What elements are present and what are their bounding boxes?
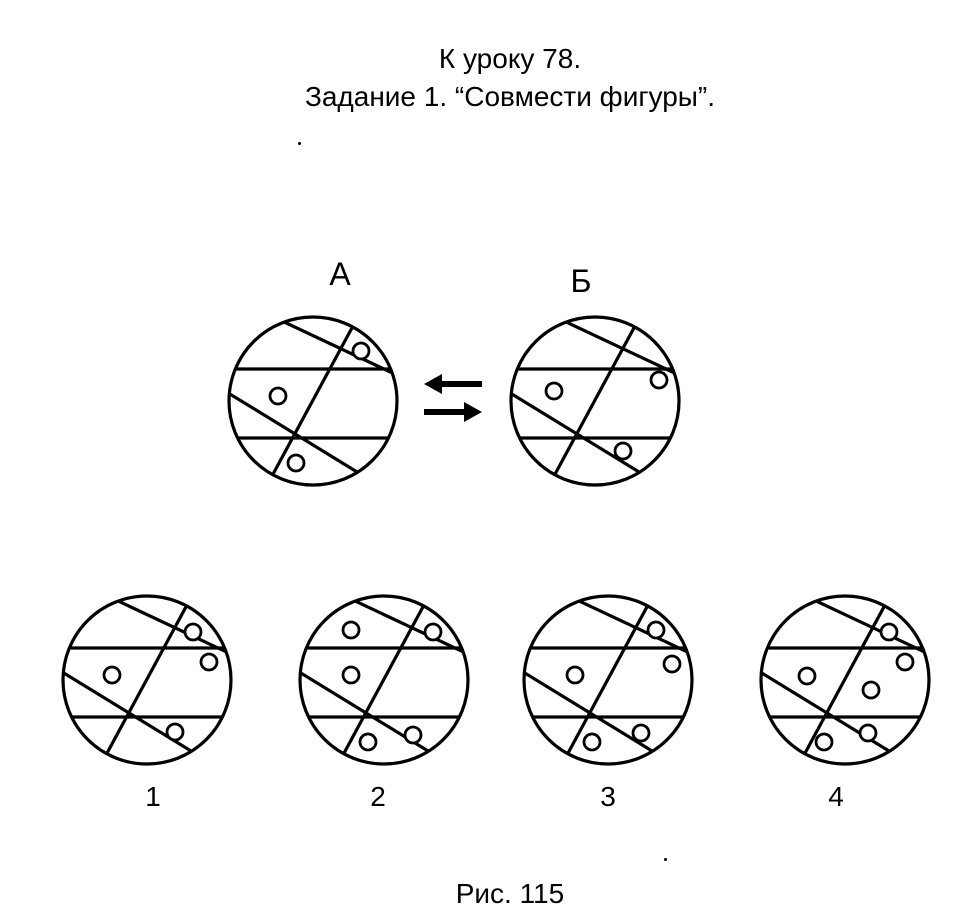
small-ring [649, 370, 669, 390]
small-ring [286, 453, 306, 473]
slanted-line [545, 317, 644, 485]
option-figure-2 [298, 594, 470, 766]
option-label-1: 1 [145, 781, 161, 812]
small-ring [797, 666, 817, 686]
small-ring [814, 732, 834, 752]
small-ring [183, 622, 203, 642]
small-ring [403, 725, 423, 745]
diagonal-line [559, 596, 692, 658]
small-ring [879, 622, 899, 642]
exchange-arrows-icon [424, 374, 482, 422]
outer-circle [509, 315, 681, 487]
small-ring [268, 386, 288, 406]
print-speck [298, 142, 301, 145]
diagonal-line [796, 596, 929, 658]
small-ring [662, 654, 682, 674]
small-ring [423, 622, 443, 642]
small-ring [165, 722, 185, 742]
small-ring [582, 732, 602, 752]
outer-circle [522, 594, 694, 766]
small-ring [646, 620, 666, 640]
slanted-line [263, 317, 362, 485]
small-ring [199, 652, 219, 672]
figure-a-label: А [329, 256, 351, 292]
option-figure-1 [61, 594, 233, 766]
diagonal-line [98, 596, 231, 658]
outer-circle [759, 594, 931, 766]
figure-caption: Рис. 115 [455, 878, 565, 909]
outer-circle [298, 594, 470, 766]
slanted-line [795, 596, 894, 764]
print-speck [664, 858, 667, 861]
task-header: К уроку 78. Задание 1. “Совмести фигуры”… [180, 40, 840, 116]
small-ring [102, 665, 122, 685]
lesson-reference: К уроку 78. [438, 43, 582, 74]
small-ring [613, 441, 633, 461]
small-ring [351, 341, 371, 361]
option-label-4: 4 [828, 781, 844, 812]
figure-b-label: Б [570, 263, 592, 299]
small-ring [544, 381, 564, 401]
outer-circle [227, 315, 399, 487]
option-figure-3 [522, 594, 694, 766]
task-title: Задание 1. “Совмести фигуры”. [304, 81, 716, 112]
option-figure-4 [759, 594, 931, 766]
small-ring [861, 680, 881, 700]
diagonal-line [546, 317, 679, 379]
small-ring [358, 732, 378, 752]
small-ring [565, 665, 585, 685]
small-ring [341, 665, 361, 685]
slanted-line [97, 596, 196, 764]
small-ring [895, 652, 915, 672]
small-ring [341, 620, 361, 640]
figure-b [509, 315, 681, 487]
diagonal-line [264, 317, 397, 379]
small-ring [631, 723, 651, 743]
diagonal-line [335, 596, 468, 658]
option-label-3: 3 [600, 781, 616, 812]
slanted-line [334, 596, 433, 764]
outer-circle [61, 594, 233, 766]
small-ring [858, 723, 878, 743]
option-label-2: 2 [370, 781, 386, 812]
figure-a [227, 315, 399, 487]
slanted-line [558, 596, 657, 764]
